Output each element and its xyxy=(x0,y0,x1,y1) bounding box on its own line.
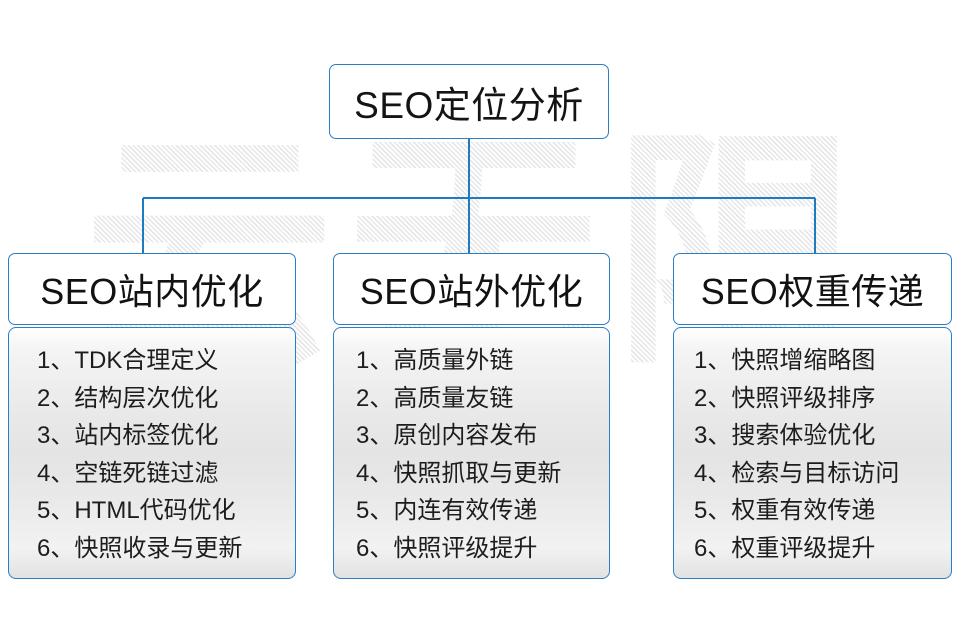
list-item: 6、权重评级提升 xyxy=(694,534,876,562)
root-node-label: SEO定位分析 xyxy=(354,84,584,126)
column-body-2: 1、快照增缩略图 2、快照评级排序 3、搜索体验优化 4、检索与目标访问 5、权… xyxy=(673,327,952,579)
column-body-1: 1、高质量外链 2、高质量友链 3、原创内容发布 4、快照抓取与更新 5、内连有… xyxy=(333,327,610,579)
column-seo-onsite: SEO站内优化 1、TDK合理定义 2、结构层次优化 3、站内标签优化 4、空链… xyxy=(8,253,296,579)
list-item: 1、快照增缩略图 xyxy=(694,347,876,374)
column-header-label-1: SEO站外优化 xyxy=(359,271,584,312)
column-group: SEO站内优化 1、TDK合理定义 2、结构层次优化 3、站内标签优化 4、空链… xyxy=(0,253,960,583)
list-item: 3、站内标签优化 xyxy=(37,422,219,449)
column-list-1: 1、高质量外链 2、高质量友链 3、原创内容发布 4、快照抓取与更新 5、内连有… xyxy=(334,342,609,567)
list-item: 5、权重有效传递 xyxy=(694,497,876,524)
list-item: 5、HTML代码优化 xyxy=(37,497,236,524)
list-item: 6、快照评级提升 xyxy=(356,534,538,562)
column-header-label-0: SEO站内优化 xyxy=(40,271,264,312)
list-item: 4、检索与目标访问 xyxy=(694,459,900,487)
column-header-0[interactable]: SEO站内优化 xyxy=(8,253,296,325)
list-item: 1、TDK合理定义 xyxy=(37,347,219,374)
list-item: 4、快照抓取与更新 xyxy=(356,459,562,487)
column-seo-offsite: SEO站外优化 1、高质量外链 2、高质量友链 3、原创内容发布 4、快照抓取与… xyxy=(333,253,610,579)
column-header-1[interactable]: SEO站外优化 xyxy=(333,253,610,325)
list-item: 2、结构层次优化 xyxy=(37,384,219,412)
column-header-label-2: SEO权重传递 xyxy=(700,271,925,312)
column-seo-weight: SEO权重传递 1、快照增缩略图 2、快照评级排序 3、搜索体验优化 4、检索与… xyxy=(673,253,952,579)
list-item: 2、高质量友链 xyxy=(356,384,514,412)
root-node[interactable]: SEO定位分析 xyxy=(329,64,609,139)
list-item: 2、快照评级排序 xyxy=(694,384,876,412)
column-list-0: 1、TDK合理定义 2、结构层次优化 3、站内标签优化 4、空链死链过滤 5、H… xyxy=(9,342,295,567)
column-list-2: 1、快照增缩略图 2、快照评级排序 3、搜索体验优化 4、检索与目标访问 5、权… xyxy=(674,342,951,567)
column-header-2[interactable]: SEO权重传递 xyxy=(673,253,952,325)
list-item: 4、空链死链过滤 xyxy=(37,459,219,487)
list-item: 5、内连有效传递 xyxy=(356,497,538,524)
list-item: 3、搜索体验优化 xyxy=(694,422,876,449)
list-item: 1、高质量外链 xyxy=(356,347,514,374)
column-body-0: 1、TDK合理定义 2、结构层次优化 3、站内标签优化 4、空链死链过滤 5、H… xyxy=(8,327,296,579)
list-item: 6、快照收录与更新 xyxy=(37,534,243,562)
list-item: 3、原创内容发布 xyxy=(356,422,538,449)
